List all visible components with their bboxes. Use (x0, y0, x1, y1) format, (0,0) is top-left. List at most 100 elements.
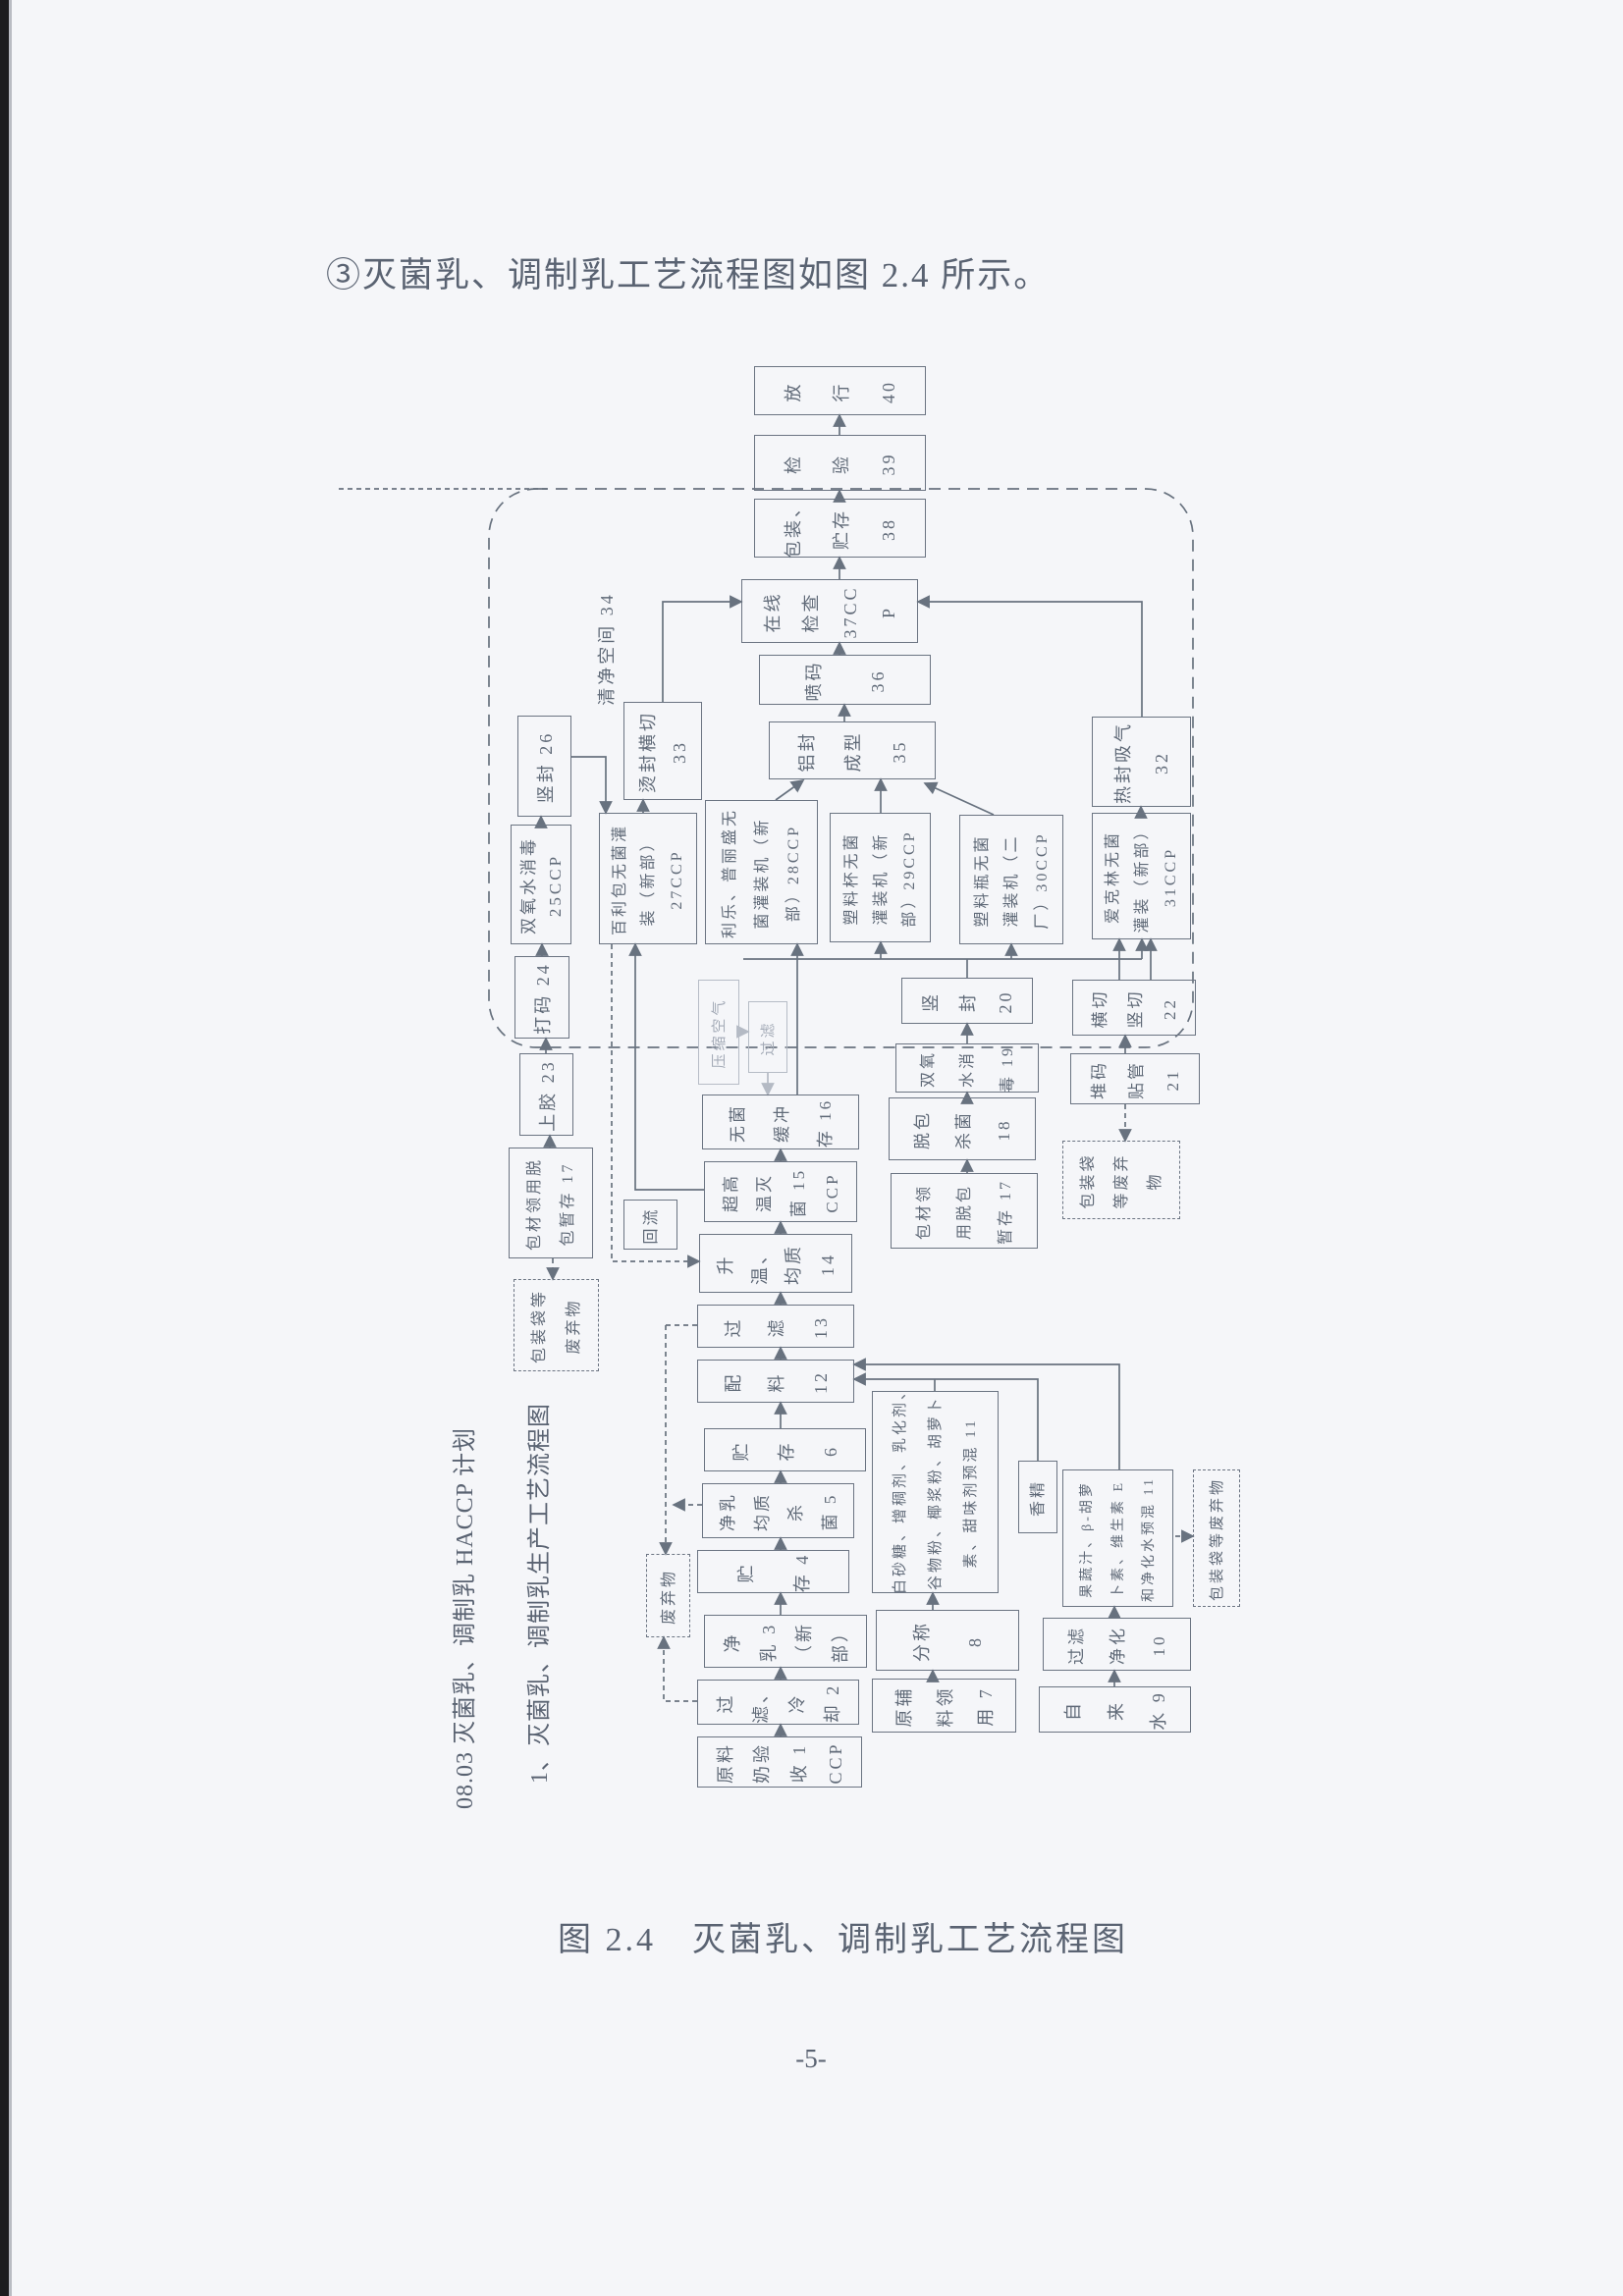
flow-node-label: P (879, 606, 899, 619)
flow-node-label: 放 (784, 381, 804, 402)
flow-node-label: 原料 (716, 1742, 736, 1784)
flow-node-label: 来 (1106, 1700, 1126, 1721)
flow-node-label: 包装袋 (1080, 1152, 1097, 1209)
flow-node-label: 40 (878, 380, 898, 403)
flow-node-label: 杀菌 (953, 1110, 973, 1149)
flow-node-label: 31CCP (1162, 846, 1179, 908)
flow-node-label: 过滤 (1067, 1626, 1086, 1665)
flow-node-label: 竖切 (1125, 988, 1145, 1029)
flow-node-label: 净乳 (719, 1492, 738, 1531)
flow-node-label: 冷 (786, 1692, 807, 1714)
flow-edge (923, 781, 995, 816)
scan-edge-strip (0, 0, 9, 2296)
flow-node-label: 白砂糖、增稠剂、乳化剂、 (893, 1381, 908, 1594)
page-number: -5- (795, 2044, 827, 2073)
flow-node-label: 38 (878, 517, 898, 541)
flow-node-label: 封 (958, 991, 978, 1012)
flow-node-label: 回流 (642, 1206, 660, 1245)
flow-node-label: 卜素、维生素 E (1110, 1479, 1126, 1599)
flow-node-label: 脱包 (912, 1110, 932, 1149)
flow-node-label: 检查 (801, 591, 822, 633)
flow-node-5: 净乳均质杀菌 5 (702, 1483, 854, 1538)
flow-node-11a: 白砂糖、增稠剂、乳化剂、 谷物粉、椰浆粉、胡萝卜 素、甜味剂预混 11 (872, 1381, 999, 1594)
flow-node-wasteMid: 废弃物 (646, 1554, 690, 1637)
flow-node-label: 39 (878, 452, 898, 476)
flow-node-label: 包装袋等废弃物 (1209, 1477, 1225, 1602)
flow-node-10: 过滤净化 10 (1043, 1618, 1191, 1671)
flow-node-label: 32 (1152, 751, 1172, 774)
flow-node-label: 存 16 (815, 1097, 835, 1148)
flow-edge (852, 1358, 1120, 1469)
flow-node-label: 毒 19 (999, 1045, 1016, 1094)
flow-node-label: 谷物粉、椰浆粉、胡萝卜 (928, 1396, 944, 1591)
flow-node-label: 分称 (911, 1621, 932, 1662)
flow-node-label: 双氧水消毒 (519, 836, 539, 934)
flow-node-label: 包暂存 17 (560, 1161, 576, 1247)
flow-node-label: 33 (670, 740, 690, 764)
flow-node-label: 8 (965, 1635, 986, 1647)
flow-node-label: CCP (825, 1741, 845, 1785)
flow-node-19: 双氧水消毒 19 (895, 1043, 1039, 1093)
flow-node-label: 行 (831, 381, 851, 402)
flow-node-17R: 包材领用脱包暂存 17 (891, 1173, 1038, 1249)
flow-node-label: 包装袋等 (531, 1289, 549, 1364)
flow-node-airfilter: 过滤 (748, 1001, 787, 1073)
flow-node-label: 均质 (784, 1244, 804, 1285)
flow-node-label: 在线 (762, 591, 783, 633)
flow-node-label: 10 (1150, 1633, 1168, 1657)
flow-node-9: 自来水 9 (1039, 1686, 1191, 1733)
flow-node-26: 竖封 26 (517, 716, 571, 817)
flow-node-label: 12 (810, 1370, 831, 1394)
flow-node-label: 却 2 (823, 1682, 843, 1724)
scan-edge-shadow (9, 0, 12, 2296)
flow-node-3: 净乳 3（新部） (704, 1615, 867, 1668)
flow-node-label: 贮存 (831, 508, 851, 550)
flow-node-label: 百利包无菌灌 (612, 824, 628, 936)
flow-node-label: 和净化水预混 11 (1142, 1476, 1158, 1602)
flow-node-label: 杀 (786, 1502, 806, 1522)
flow-node-label: 压缩空气 (711, 997, 728, 1069)
flow-edge (611, 944, 701, 1268)
flow-node-label: 爱克林无菌 (1105, 830, 1122, 925)
flow-node-28: 利乐、普丽盛无菌灌装机（新部）28CCP (705, 800, 818, 944)
flow-node-wasteL: 包装袋等废弃物 (514, 1279, 599, 1371)
flow-node-label: 热封吸气 (1112, 721, 1133, 804)
flow-node-label: 水 9 (1148, 1690, 1168, 1731)
flow-node-label: 灌装（新部） (1133, 821, 1151, 934)
flow-node-16: 无菌缓冲存 16 (702, 1095, 859, 1149)
flow-edge (852, 1372, 1039, 1461)
flow-node-label: 存 (776, 1440, 796, 1462)
flow-node-label: 配 (723, 1371, 743, 1393)
flow-node-label: 贴管 (1126, 1060, 1146, 1099)
flow-node-label: 收 1 (788, 1742, 809, 1784)
flow-node-label: 包材领 (915, 1184, 933, 1241)
flow-node-label: 素、甜味剂预混 11 (963, 1417, 979, 1569)
flow-node-label: 部）29CCP (901, 829, 919, 928)
flow-node-label: 用脱包 (956, 1184, 973, 1241)
flow-node-label: 灌装机（新 (872, 831, 890, 926)
flow-node-label: 均质 (752, 1492, 772, 1531)
flow-node-label: 35 (890, 739, 909, 764)
flow-node-label: 27CCP (669, 849, 685, 910)
flow-node-label: 横切 (1090, 988, 1109, 1029)
flow-node-label: 6 (821, 1445, 841, 1457)
flow-node-label: 水消 (959, 1050, 976, 1089)
flow-node-label: 厂）30CCP (1033, 831, 1051, 930)
flow-node-reflux: 回流 (623, 1200, 677, 1250)
flow-node-label: 净化 (1109, 1626, 1127, 1665)
flow-node-label: 36 (867, 668, 888, 693)
flow-node-label: 喷码 (804, 660, 825, 702)
flow-node-label: 果蔬汁、β-胡萝 (1079, 1480, 1095, 1598)
flow-edge (571, 756, 613, 815)
